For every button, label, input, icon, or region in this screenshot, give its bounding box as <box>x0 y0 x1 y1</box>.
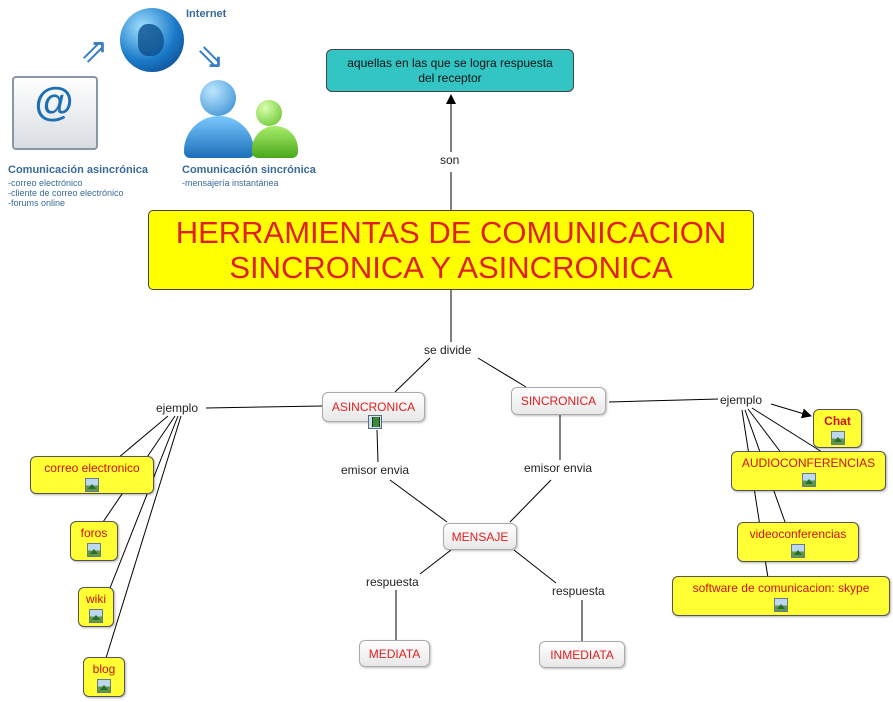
image-icon[interactable] <box>85 478 99 492</box>
concept-label: MEDIATA <box>368 646 421 661</box>
example-label: blog <box>92 662 116 676</box>
person-head-icon <box>200 80 236 116</box>
email-envelope-icon: @ <box>12 76 98 150</box>
link-label-son: son <box>438 153 462 167</box>
image-icon[interactable] <box>97 679 111 693</box>
concept-mensaje[interactable]: MENSAJE <box>443 523 517 550</box>
film-icon[interactable] <box>368 415 382 429</box>
example-correo-electronico[interactable]: correo electronico <box>30 456 154 494</box>
concept-label: INMEDIATA <box>550 647 614 662</box>
link-label-emisor-envia: emisor envia <box>522 461 595 475</box>
async-item: -forums online <box>8 198 66 208</box>
image-icon[interactable] <box>87 543 101 557</box>
node-text: del receptor <box>418 70 482 85</box>
example-label: software de comunicacion: skype <box>692 581 870 595</box>
at-symbol-icon: @ <box>34 80 74 124</box>
image-icon[interactable] <box>89 609 103 623</box>
image-icon[interactable] <box>774 598 788 612</box>
async-item: -correo electrónico <box>8 178 83 188</box>
concept-label: MENSAJE <box>451 529 509 544</box>
main-concept-node[interactable]: HERRAMIENTAS DE COMUNICACION SINCRONICA … <box>148 210 754 290</box>
node-text: aquellas en las que se logra respuesta <box>347 55 553 70</box>
example-label: correo electronico <box>44 461 140 475</box>
async-item: -cliente de correo electrónico <box>8 188 124 198</box>
person-head-icon <box>256 100 282 126</box>
example-foros[interactable]: foros <box>70 521 118 561</box>
example-wiki[interactable]: wiki <box>78 587 114 627</box>
image-icon[interactable] <box>791 544 805 558</box>
example-chat[interactable]: Chat <box>813 409 862 448</box>
example-software-skype[interactable]: software de comunicacion: skype <box>672 576 890 616</box>
async-title: Comunicación asincrónica <box>8 164 148 176</box>
internet-label: Internet <box>186 8 227 20</box>
main-title-line: SINCRONICA Y ASINCRONICA <box>229 250 673 285</box>
concept-inmediata[interactable]: INMEDIATA <box>539 641 625 668</box>
link-label-respuesta: respuesta <box>550 584 607 598</box>
example-blog[interactable]: blog <box>83 657 125 697</box>
receptor-response-node[interactable]: aquellas en las que se logra respuesta d… <box>326 49 574 92</box>
main-title-line: HERRAMIENTAS DE COMUNICACION <box>175 215 727 250</box>
image-icon[interactable] <box>830 431 845 445</box>
link-label-ejemplo: ejemplo <box>718 393 765 407</box>
link-label-se-divide: se divide <box>422 343 474 357</box>
concept-label: SINCRONICA <box>520 394 597 408</box>
person-body-icon <box>252 126 298 158</box>
arrow-icon: ⇗ <box>80 32 109 70</box>
globe-icon <box>120 8 184 72</box>
link-label-ejemplo: ejemplo <box>154 401 201 415</box>
arrow-icon: ⇘ <box>196 38 225 76</box>
example-label: AUDIOCONFERENCIAS <box>741 456 876 470</box>
sync-title: Comunicación sincrónica <box>182 164 316 176</box>
example-label: Chat <box>824 414 851 428</box>
example-label: foros <box>80 526 108 540</box>
example-label: wiki <box>86 592 106 606</box>
concept-label: ASINCRONICA <box>331 400 416 414</box>
concept-sincronica[interactable]: SINCRONICA <box>511 387 606 415</box>
link-label-emisor-envia: emisor envia <box>339 463 412 477</box>
link-label-respuesta: respuesta <box>364 575 421 589</box>
image-icon[interactable] <box>801 473 816 487</box>
concept-asincronica[interactable]: ASINCRONICA <box>322 392 425 422</box>
example-label: videoconferencias <box>749 527 847 541</box>
sync-item: -mensajería instantánea <box>182 178 279 188</box>
example-audioconferencias[interactable]: AUDIOCONFERENCIAS <box>731 451 886 491</box>
concept-mediata[interactable]: MEDIATA <box>359 640 430 667</box>
example-videoconferencias[interactable]: videoconferencias <box>737 522 859 562</box>
